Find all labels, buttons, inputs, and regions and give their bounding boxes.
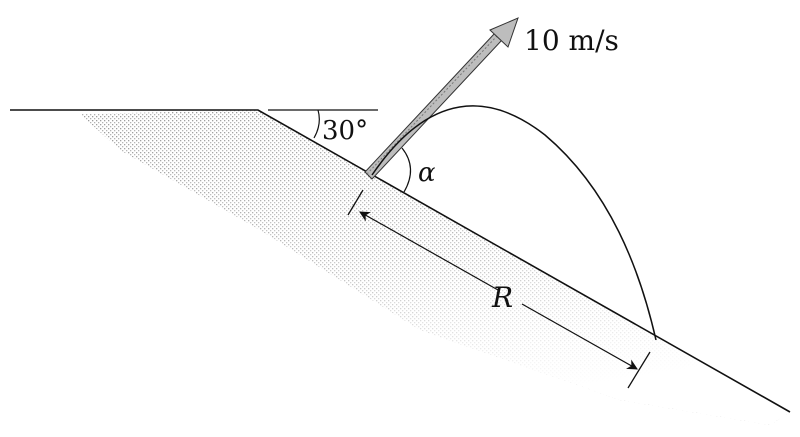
trajectory-curve bbox=[371, 105, 657, 341]
speed-label: 10 m/s bbox=[524, 24, 619, 57]
launch-angle-label: α bbox=[418, 158, 436, 188]
ground-surface-line bbox=[10, 109, 791, 413]
slope-angle-arc bbox=[313, 109, 320, 139]
range-dimension-arrow-right bbox=[521, 303, 638, 370]
range-label: R bbox=[491, 281, 513, 314]
ground-shading bbox=[80, 110, 790, 425]
launch-angle-arc bbox=[401, 147, 412, 193]
slope-angle-label: 30° bbox=[322, 116, 368, 146]
range-dimension-arrow-left bbox=[359, 211, 499, 291]
velocity-arrow bbox=[364, 17, 519, 180]
range-end-tick bbox=[627, 351, 651, 389]
range-start-tick bbox=[347, 189, 364, 216]
